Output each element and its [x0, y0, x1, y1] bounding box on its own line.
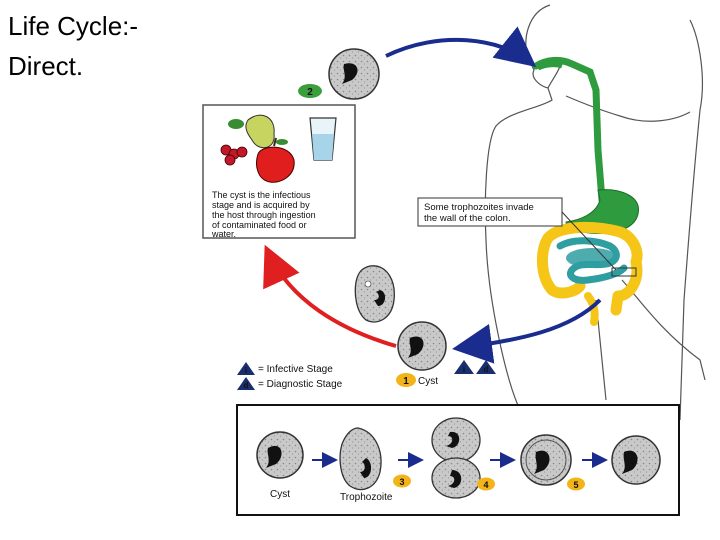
passage-arrow: [452, 298, 602, 364]
stage-1-label: Cyst: [418, 376, 438, 387]
stage-2-badge: 2: [298, 84, 322, 98]
marker-d: d: [484, 365, 489, 374]
title-line-1: Life Cycle:-: [8, 11, 139, 41]
strip-cyst-label: Cyst: [270, 489, 290, 500]
infection-text-4: of contaminated food or: [212, 220, 307, 230]
stage-3-badge: 3: [393, 474, 411, 488]
ingested-cyst: [328, 48, 380, 100]
colon-callout: Some trophozoites invade the wall of the…: [417, 197, 617, 271]
colon-callout-text-2: the wall of the colon.: [424, 213, 511, 224]
food-illustration: [220, 114, 295, 183]
stage-2-number: 2: [307, 87, 313, 98]
stage-4-badge: 4: [477, 477, 495, 491]
strip-mature-cyst: [611, 435, 661, 485]
strip-encysting: [520, 434, 572, 486]
infection-text-3: the host through ingestion: [212, 210, 316, 220]
colon-callout-text-1: Some trophozoites invade: [424, 202, 534, 213]
strip-trophozoite-label: Trophozoite: [340, 492, 393, 503]
legend-diagnostic-symbol: d: [244, 381, 249, 390]
stage-1-badge: 1 Cyst: [396, 373, 438, 387]
infection-text-1: The cyst is the infectious: [212, 190, 311, 200]
ingestion-arrow: [385, 26, 537, 67]
legend-infective-symbol: i: [245, 366, 247, 375]
legend-diagnostic-label: = Diagnostic Stage: [258, 379, 343, 390]
stage-1-number: 1: [403, 376, 409, 387]
stage-5-badge: 5: [567, 477, 585, 491]
infection-source-box: The cyst is the infectious stage and is …: [202, 104, 356, 239]
title-line-2: Direct.: [8, 51, 84, 81]
legend-infective-label: = Infective Stage: [258, 364, 333, 375]
bottom-stage-strip: Cyst Trophozoite 3 4: [236, 404, 680, 516]
water-glass-icon: [309, 117, 337, 161]
stage-markers: i d: [454, 360, 496, 374]
digestive-tract: [532, 56, 643, 326]
invasive-trophozoite: [354, 265, 395, 323]
stage-3-number: 3: [399, 477, 404, 487]
infection-text-2: stage and is acquired by: [212, 200, 310, 210]
strip-trophozoite: [339, 427, 382, 491]
legend: i = Infective Stage d = Diagnostic Stage: [237, 362, 343, 390]
infection-text-5: water.: [211, 229, 236, 239]
environment-arrow: [263, 244, 397, 348]
slide-title: Life Cycle:- Direct.: [8, 6, 138, 86]
stage-5-number: 5: [573, 480, 578, 490]
strip-cyst: [256, 431, 304, 479]
stage-4-number: 4: [483, 480, 488, 490]
marker-i: i: [463, 365, 465, 374]
strip-dividing-trophozoite: [431, 417, 481, 499]
cyst-stage-1: [397, 321, 447, 371]
